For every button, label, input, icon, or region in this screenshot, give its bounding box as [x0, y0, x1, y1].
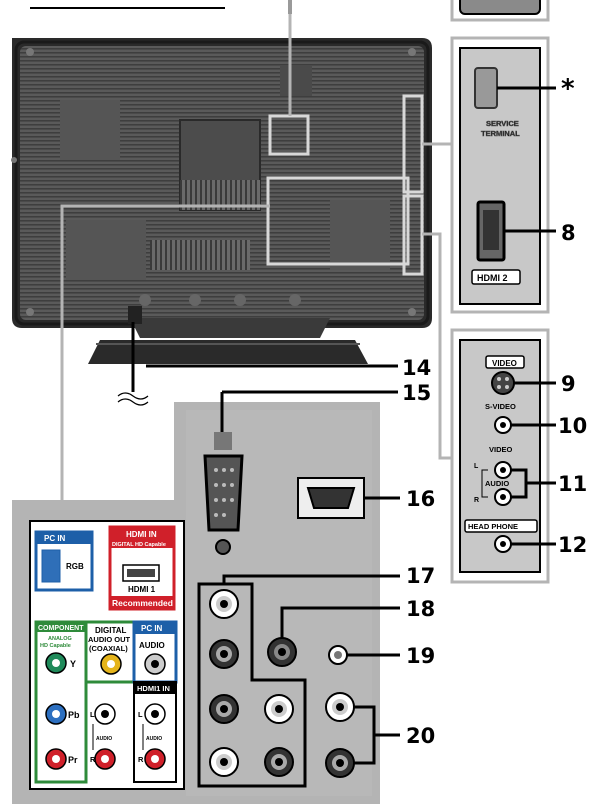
legend-hdmi-capable: DIGITAL HD Capable — [112, 542, 166, 548]
legend-audio-small-2: AUDIO — [146, 736, 162, 742]
legend-hd-capable: HD Capable — [40, 643, 71, 649]
legend-pb: Pb — [68, 710, 80, 720]
r-label: R — [474, 497, 479, 504]
legend-analog: ANALOG — [48, 636, 72, 642]
legend-l1: L — [90, 710, 95, 719]
legend-l2: L — [138, 710, 143, 719]
hdmi2-label: HDMI 2 — [477, 273, 508, 283]
legend-recommended: Recommended — [112, 598, 173, 608]
tv-back — [11, 38, 432, 328]
side-panel-av — [450, 328, 556, 584]
callout-15: 15 — [402, 381, 431, 405]
legend-hdmi1: HDMI 1 — [128, 585, 156, 594]
callout-18: 18 — [406, 597, 435, 621]
legend-r2: R — [138, 755, 144, 764]
legend-audio: AUDIO — [139, 641, 165, 650]
l-label: L — [474, 463, 479, 470]
headphone-label: HEAD PHONE — [468, 522, 518, 531]
leader-lines — [60, 14, 452, 500]
side-panel-hdmi — [450, 36, 556, 314]
legend-hdmi1-in: HDMI1 IN — [137, 684, 170, 693]
callout-10: 10 — [558, 414, 587, 438]
legend-digital-2: AUDIO OUT — [88, 635, 131, 644]
callout-12: 12 — [558, 533, 587, 557]
callout-16: 16 — [406, 487, 435, 511]
legend-rgb: RGB — [66, 562, 84, 571]
callout-17: 17 — [406, 564, 435, 588]
tv-stand — [88, 306, 368, 364]
callout-20: 20 — [406, 724, 435, 748]
legend-pr: Pr — [68, 755, 78, 765]
service-label-1: SERVICE — [486, 119, 519, 128]
power-cord — [117, 322, 149, 406]
s-video-label: S-VIDEO — [485, 402, 516, 411]
callout-8: 8 — [561, 221, 576, 245]
top-right-panel-remnant — [450, 0, 550, 22]
service-label-2: TERMINAL — [481, 129, 520, 138]
callout-asterisk: * — [561, 74, 575, 104]
legend-pc-in-rgb: PC IN — [44, 534, 66, 543]
video-label: VIDEO — [489, 445, 513, 454]
connector-legend-card — [29, 520, 185, 790]
callout-19: 19 — [406, 644, 435, 668]
callout-14: 14 — [402, 356, 431, 380]
legend-digital-3: (COAXIAL) — [89, 644, 128, 653]
video-header-label: VIDEO — [492, 359, 517, 368]
legend-audio-small-1: AUDIO — [96, 736, 112, 742]
audio-label: AUDIO — [485, 479, 509, 488]
legend-hdmi-in: HDMI IN — [126, 530, 157, 539]
legend-pc-in-audio: PC IN — [141, 624, 163, 633]
callout-9: 9 — [561, 372, 576, 396]
legend-y: Y — [70, 659, 76, 669]
callout-11: 11 — [558, 472, 587, 496]
legend-digital-1: DIGITAL — [95, 626, 127, 635]
legend-component: COMPONENT — [38, 625, 84, 632]
legend-r1: R — [90, 755, 96, 764]
